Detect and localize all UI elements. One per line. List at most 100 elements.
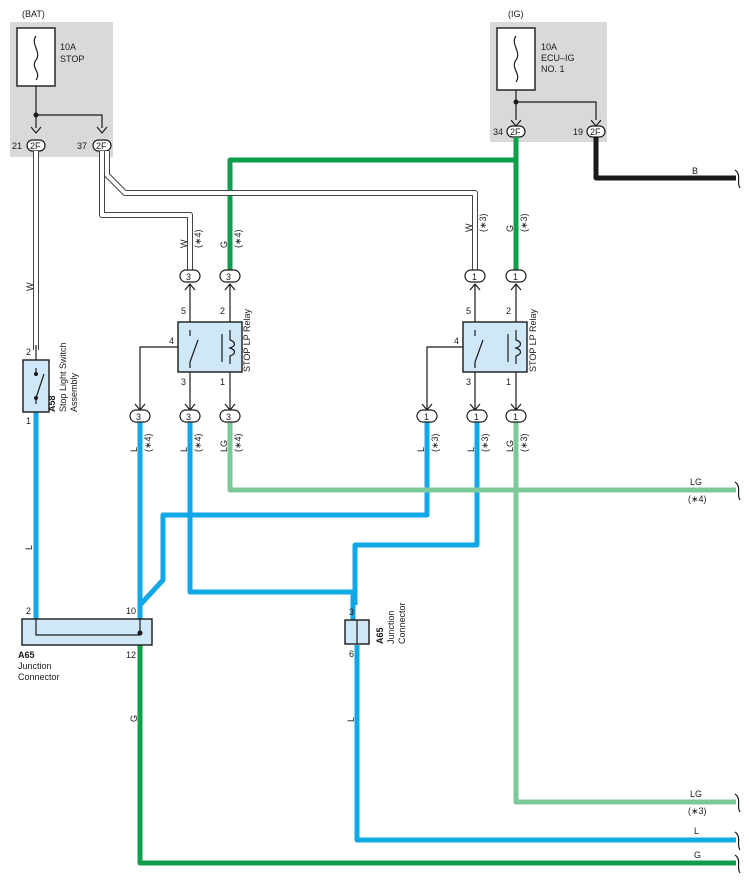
wire-l-right-relay-3: [352, 420, 480, 605]
label-b: B: [692, 166, 698, 176]
wire-g-out: [137, 645, 736, 866]
svg-text:G: G: [129, 715, 139, 722]
switch-name-1: Stop Light Switch: [58, 342, 68, 412]
svg-text:G: G: [505, 225, 515, 232]
svg-text:3: 3: [349, 607, 354, 617]
relay-coil-icon: [514, 330, 522, 364]
ecu-conn-left: 2F: [510, 127, 521, 137]
label-lg-bottom: LG: [690, 789, 702, 799]
svg-text:3: 3: [186, 412, 191, 422]
label-lg-note4: (∗4): [688, 494, 707, 504]
svg-text:(∗3): (∗3): [480, 433, 490, 452]
fuse-symbol-icon: [33, 35, 39, 81]
ecu-pin-19: 19: [573, 127, 583, 137]
svg-text:4: 4: [454, 336, 459, 346]
svg-text:3: 3: [186, 272, 191, 282]
junction-mid-name-1: Junction: [386, 610, 396, 644]
stop-conn-right: 2F: [96, 141, 107, 151]
stop-lp-relay-right: 1 1 5 2 4 3 1 1 1 1 STOP LP Relay: [416, 269, 538, 423]
junction-mid-code: A65: [375, 627, 385, 644]
junction-left-name-2: Connector: [18, 672, 60, 682]
svg-text:1: 1: [424, 412, 429, 422]
svg-text:5: 5: [181, 306, 186, 316]
relay-contact-icon: [189, 330, 199, 368]
svg-text:(∗4): (∗4): [193, 229, 203, 248]
junction-left-name-1: Junction: [18, 661, 52, 671]
label-lg-note3: (∗3): [688, 806, 707, 816]
stop-fuse-box: (BAT) 10A STOP 2F 2F 21 37: [10, 9, 113, 157]
svg-text:2: 2: [26, 347, 31, 357]
svg-text:(∗4): (∗4): [233, 229, 243, 248]
wire-l-right-relay-4: [138, 420, 430, 607]
junction-left-code: A65: [18, 650, 35, 660]
svg-text:(∗4): (∗4): [233, 433, 243, 452]
svg-text:L: L: [416, 447, 426, 452]
svg-text:3: 3: [226, 272, 231, 282]
upper-wire-labels: W (∗4) G (∗4) W (∗3) G (∗3): [179, 213, 529, 248]
ecu-fuse-name-1: ECU–IG: [541, 53, 575, 63]
svg-text:G: G: [219, 241, 229, 248]
ecu-pin-34: 34: [493, 127, 503, 137]
svg-text:(∗3): (∗3): [519, 213, 529, 232]
svg-text:(∗4): (∗4): [193, 433, 203, 452]
wire-lg-3: [513, 420, 736, 805]
svg-text:1: 1: [26, 416, 31, 426]
svg-text:6: 6: [349, 649, 354, 659]
ecu-ig-fuse-box: (IG) 10A ECU–IG NO. 1 2F 2F 34 19: [490, 9, 607, 142]
label-w-switch: W: [25, 282, 35, 291]
stop-fuse-rating: 10A: [60, 42, 76, 52]
switch-name-2: Assembly: [69, 372, 79, 412]
svg-text:1: 1: [474, 412, 479, 422]
relay-contact-icon: [474, 330, 484, 368]
svg-text:L: L: [179, 447, 189, 452]
svg-text:(∗4): (∗4): [143, 433, 153, 452]
stop-conn-left: 2F: [30, 141, 41, 151]
svg-text:2: 2: [26, 606, 31, 616]
fuse-symbol-icon: [513, 35, 519, 83]
svg-text:(∗3): (∗3): [519, 433, 529, 452]
label-g-out: G: [694, 850, 701, 860]
svg-text:4: 4: [169, 336, 174, 346]
svg-text:L: L: [24, 545, 34, 550]
svg-text:(∗3): (∗3): [478, 213, 488, 232]
svg-text:W: W: [464, 223, 474, 232]
ecu-fuse-rating: 10A: [541, 42, 557, 52]
ecu-conn-right: 2F: [590, 127, 601, 137]
svg-text:LG: LG: [219, 440, 229, 452]
wire-end-marks: [734, 169, 741, 874]
svg-text:L: L: [346, 717, 356, 722]
svg-text:2: 2: [220, 306, 225, 316]
svg-text:12: 12: [126, 650, 136, 660]
wire-l-out: [354, 645, 736, 843]
lower-wire-labels: L (∗4) L (∗4) LG (∗4) L (∗3) L (∗3) LG (…: [24, 433, 529, 722]
junction-connector-left: 2 10 12 A65 Junction Connector: [18, 606, 153, 682]
ecu-fuse-name-2: NO. 1: [541, 64, 565, 74]
switch-code: A58: [47, 395, 57, 412]
junction-connector-mid: 3 6 A65 Junction Connector: [344, 602, 407, 659]
svg-text:2: 2: [506, 306, 511, 316]
svg-text:1: 1: [513, 412, 518, 422]
svg-text:1: 1: [472, 272, 477, 282]
svg-text:5: 5: [466, 306, 471, 316]
bat-label: (BAT): [22, 9, 45, 19]
right-relay-name: STOP LP Relay: [528, 308, 538, 372]
svg-text:3: 3: [136, 412, 141, 422]
svg-text:10: 10: [126, 606, 136, 616]
wire-g-left-relay: [227, 137, 519, 270]
wire-lg-4: [227, 420, 736, 493]
svg-text:(∗3): (∗3): [430, 433, 440, 452]
svg-text:1: 1: [220, 377, 225, 387]
svg-text:LG: LG: [505, 440, 515, 452]
svg-text:3: 3: [181, 377, 186, 387]
label-lg-top: LG: [690, 477, 702, 487]
relay-coil-icon: [228, 330, 236, 364]
svg-text:3: 3: [226, 412, 231, 422]
label-l-out: L: [694, 826, 699, 836]
left-relay-name: STOP LP Relay: [242, 308, 252, 372]
svg-text:W: W: [179, 239, 189, 248]
stop-pin-21: 21: [12, 141, 22, 151]
svg-text:3: 3: [466, 377, 471, 387]
stop-lp-relay-left: 3 3 5 2 4 3 1 3 3 3 STOP LP Relay: [129, 269, 252, 423]
stop-light-switch: 2 1 A58 Stop Light Switch Assembly: [22, 342, 79, 426]
